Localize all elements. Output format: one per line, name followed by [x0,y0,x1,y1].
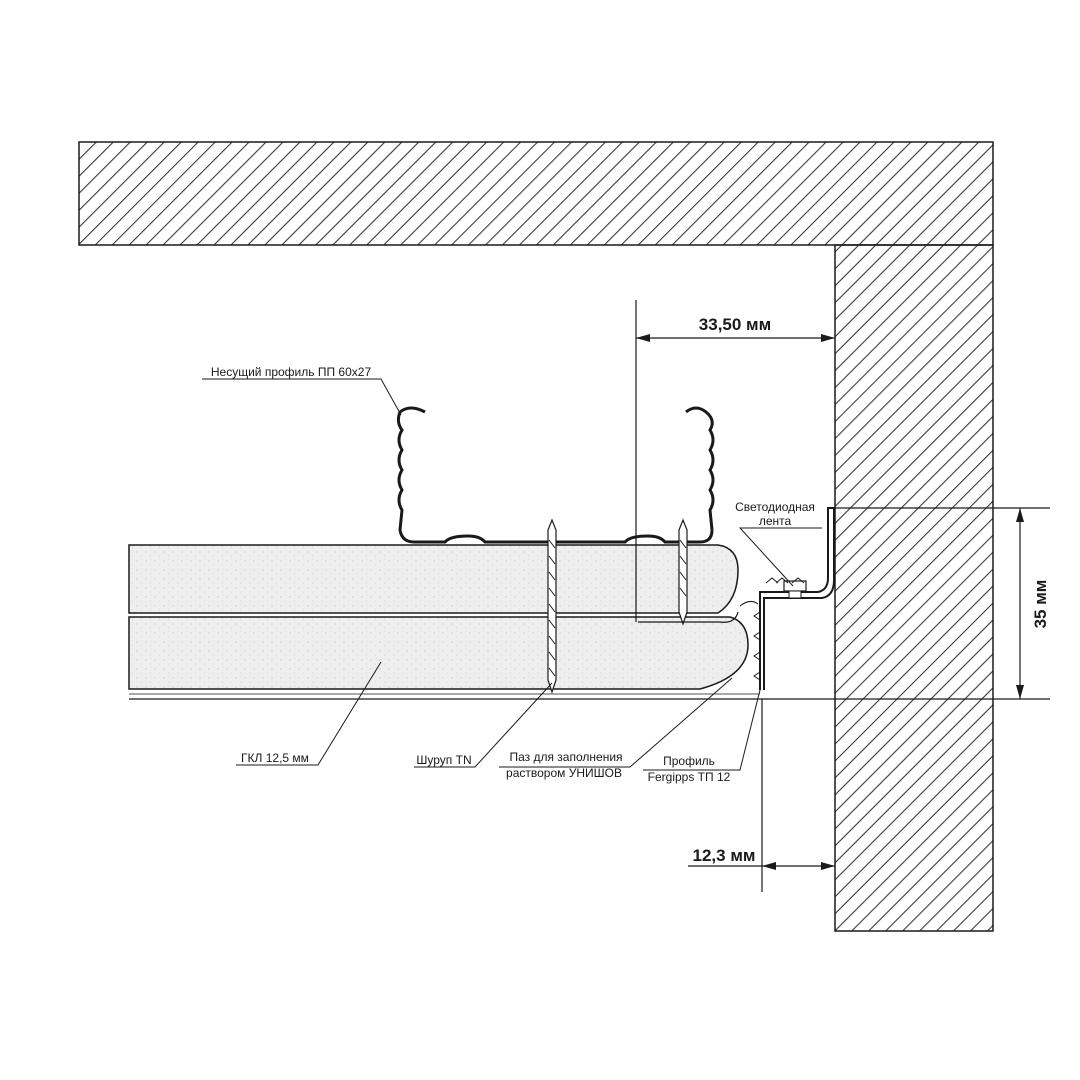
concrete-wall [834,244,994,932]
label-carrier-profile: Несущий профиль ПП 60х27 [211,365,372,379]
label-gkl: ГКЛ 12,5 мм [241,751,309,765]
screw-tn-left [547,518,557,694]
dim-height-right: 35 мм [1031,580,1050,629]
gypsum-board-lower [128,616,749,690]
concrete-ceiling-slab [78,141,994,246]
label-groove-line1: Паз для заполнения [509,750,622,764]
board-edge-channel [638,611,739,623]
leader-groove [499,677,733,768]
fergipps-tp12-profile [759,507,835,690]
label-profile-line2: Fergipps ТП 12 [648,770,731,784]
leader-profile [643,689,761,771]
leader-screw [414,682,553,768]
carrier-profile-pp-60x27 [396,406,715,544]
screw-tn-right [678,518,688,626]
label-profile-line1: Профиль [663,754,715,768]
label-groove-line2: раствором УНИШОВ [506,766,622,780]
label-led-strip-line2: лента [759,514,792,528]
label-led-strip-line1: Светодиодная [735,500,815,514]
leader-led-strip [738,527,822,587]
dim-gap-top: 33,50 мм [699,315,771,334]
dim-gap-bottom: 12,3 мм [693,846,756,865]
led-strip [765,577,807,599]
gypsum-board-upper [128,544,739,614]
leader-gkl [236,661,382,766]
leader-carrier-profile [202,378,402,416]
label-screw: Шуруп TN [416,753,471,767]
profile-fixing-teeth [739,600,761,681]
